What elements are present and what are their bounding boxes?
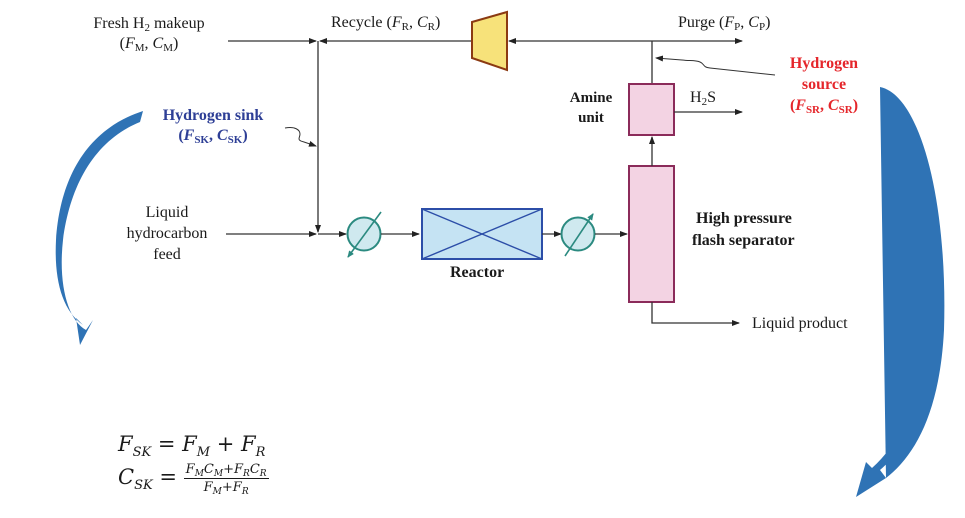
variable: F (232, 480, 242, 495)
separator-label: High pressure flash separator (692, 208, 795, 252)
source-pointer (655, 55, 776, 76)
separator-label-line2: flash separator (692, 232, 795, 249)
h2s-label: H2S (690, 89, 716, 108)
variable: F (203, 480, 213, 495)
recycle-compressor (471, 10, 508, 72)
hydrogen-sink-label: Hydrogen sink (FSK, CSK) (148, 106, 278, 146)
variable-subscript: R (259, 469, 267, 479)
variable-subscript: M (212, 487, 222, 497)
variable: C (203, 462, 214, 477)
concentration-balance-equation: CSK = FMCM+FRCR FM+FR (118, 462, 269, 497)
flow-balance-equation: FSK = FM + FR (118, 432, 266, 460)
fresh-makeup-vars: (FM, CM) (119, 35, 179, 54)
source-line1: Hydrogen (789, 55, 859, 72)
reactor (421, 208, 543, 260)
liquid-product-line (651, 302, 740, 326)
variable-subscript: R (243, 469, 250, 479)
separator-label-line1: High pressure (696, 210, 792, 227)
operator: + (221, 480, 233, 495)
source-vars: (FSR, CSR) (789, 97, 859, 116)
variable-subscript: R (241, 487, 249, 497)
variable: F (185, 462, 195, 477)
sink-curved-arrow (55, 111, 143, 345)
amine-label-line2: unit (578, 110, 604, 126)
variable-subscript: M (213, 469, 224, 479)
recycle-label: Recycle (FR, CR) (331, 14, 441, 33)
amine-unit (628, 83, 675, 136)
sink-pointer (284, 127, 317, 147)
feed-heat-exchanger (346, 211, 382, 258)
fresh-makeup-name: Fresh H2 makeup (93, 15, 205, 34)
fresh-makeup-label: Fresh H2 makeup (FM, CM) (78, 14, 220, 54)
variable-subscript: M (194, 469, 204, 479)
source-line2: source (801, 76, 847, 93)
liquid-product-label: Liquid product (752, 315, 848, 332)
concentration-fraction: FMCM+FRCR FM+FR (183, 462, 269, 497)
operator: + (223, 462, 234, 477)
liquid-feed-line2: hydrocarbon (126, 225, 208, 242)
source-curved-arrow (856, 87, 945, 497)
liquid-feed-label: Liquid hydrocarbon feed (112, 202, 222, 265)
amine-unit-label: Amine unit (556, 88, 626, 128)
liquid-feed-line3: feed (153, 246, 181, 263)
fraction-numerator: FMCM+FRCR (183, 462, 269, 479)
variable: F (234, 462, 244, 477)
fraction-denominator: FM+FR (184, 479, 269, 497)
purge-label: Purge (FP, CP) (678, 14, 771, 33)
amine-label-line1: Amine (569, 90, 613, 106)
variable: C (249, 462, 260, 477)
reactor-label: Reactor (450, 264, 505, 281)
hydrogen-source-label: Hydrogen source (FSR, CSR) (774, 53, 874, 116)
sink-vars: (FSK, CSK) (178, 127, 248, 146)
sink-title: Hydrogen sink (162, 107, 264, 124)
effluent-cooler (560, 213, 596, 257)
liquid-feed-line1: Liquid (145, 204, 189, 221)
flash-separator (628, 165, 675, 303)
